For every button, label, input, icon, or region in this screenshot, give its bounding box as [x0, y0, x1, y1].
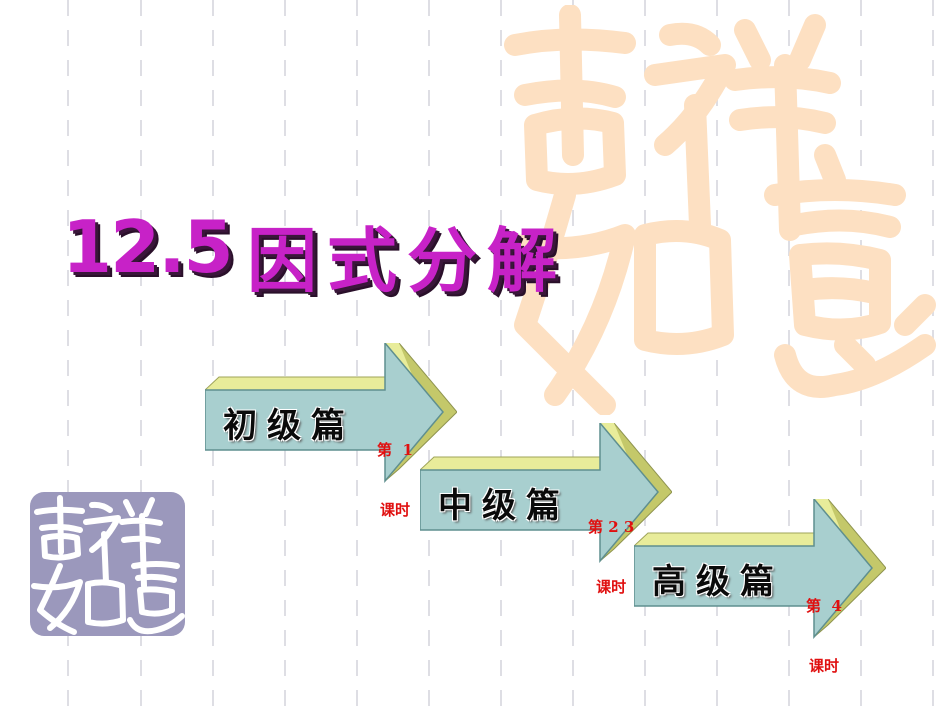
lesson-unit: 课时 [808, 657, 839, 675]
calligraphy-stamp [30, 492, 185, 636]
section-label: 高级篇 [652, 562, 784, 602]
section-label: 中级篇 [438, 486, 570, 526]
background-line [67, 0, 69, 713]
page-title: 因式分解 [247, 220, 567, 302]
background-line [356, 0, 358, 713]
background-line [284, 0, 286, 713]
lesson-unit: 课时 [379, 501, 410, 519]
lesson-count-line: 第 2 3 [588, 518, 635, 536]
lesson-count: 第 4 课时 [806, 556, 842, 713]
background-line [212, 0, 214, 713]
arrow-shape [420, 423, 672, 563]
background-line [500, 0, 502, 713]
lesson-count: 第 1 课时 [377, 400, 413, 560]
lesson-unit: 课时 [596, 578, 627, 596]
lesson-number: 12.5 [62, 205, 234, 289]
section-arrow-basic[interactable]: 初级篇 第 1 课时 [205, 343, 457, 519]
arrow-shape [205, 343, 457, 483]
background-line [428, 0, 430, 713]
background-line [932, 0, 934, 713]
lesson-count-line: 第 4 [806, 597, 842, 615]
lesson-count-line: 第 1 [377, 441, 413, 459]
background-line [716, 0, 718, 713]
section-arrow-advanced[interactable]: 高级篇 第 4 课时 [634, 499, 886, 675]
background-line [140, 0, 142, 713]
lesson-count: 第 2 3 课时 [588, 477, 634, 637]
section-arrow-intermediate[interactable]: 中级篇 第 2 3 课时 [420, 423, 672, 596]
arrow-shape [634, 499, 886, 639]
background-line [644, 0, 646, 713]
section-label: 初级篇 [223, 406, 355, 446]
calligraphy-watermark-large [504, 5, 936, 415]
